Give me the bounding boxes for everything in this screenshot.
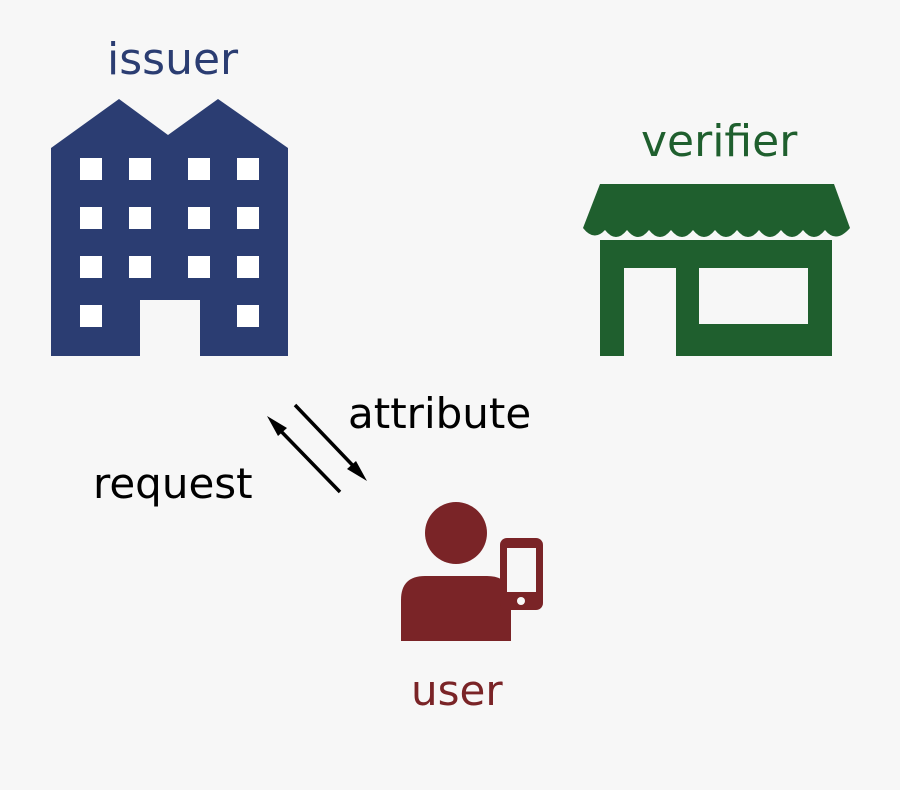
storefront-icon xyxy=(583,184,850,356)
building-icon xyxy=(51,99,288,356)
issuer-label: issuer xyxy=(107,34,239,85)
user-label: user xyxy=(411,666,503,715)
request-arrow xyxy=(267,416,342,494)
attribute-label: attribute xyxy=(348,389,532,438)
person-with-phone-icon xyxy=(401,502,543,641)
verifier-label: verifier xyxy=(641,116,798,167)
request-label: request xyxy=(93,459,253,508)
attribute-arrow xyxy=(293,403,367,481)
